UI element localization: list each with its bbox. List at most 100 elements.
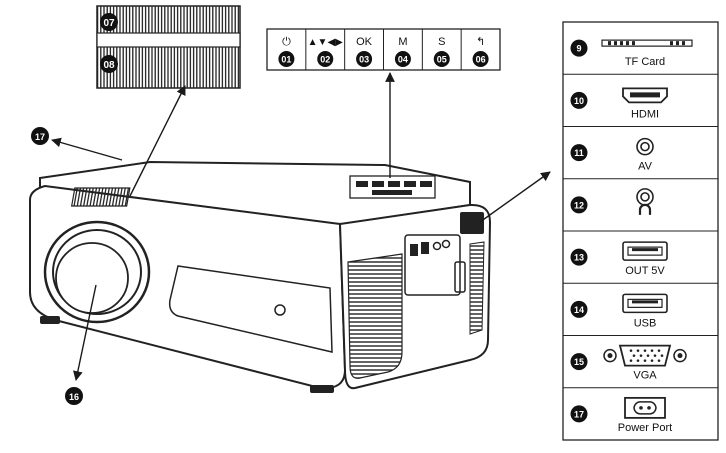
usb-out-5v-icon	[622, 241, 668, 261]
av-jack-icon	[636, 137, 654, 156]
port-label: HDMI	[631, 108, 659, 120]
control-key-05: S 05	[421, 29, 450, 70]
direction-arrows-icon: ▲▼◀▶	[308, 37, 343, 48]
power-port-icon	[624, 396, 666, 419]
side-port-panel	[404, 234, 461, 296]
callout-07-badge	[100, 13, 118, 31]
leader-focus-wheel	[129, 85, 186, 197]
control-key-06: ↰ 06	[460, 29, 489, 70]
port-label: VGA	[633, 370, 657, 382]
power-icon: ⏻	[282, 36, 291, 48]
control-key-number: 03	[359, 55, 369, 65]
port-label: OUT 5V	[625, 265, 665, 277]
leader-lines	[51, 72, 551, 381]
port-label: AV	[638, 161, 653, 173]
ir-receiver	[274, 304, 286, 316]
port-number-badge	[570, 353, 588, 371]
leader-power-port-17	[51, 137, 123, 161]
focus-wheel-inset: 07 08	[96, 5, 241, 89]
control-key-number-badge	[278, 51, 295, 67]
port-number-badge	[570, 300, 588, 318]
side-grille-left	[347, 253, 403, 379]
top-focus-wheel	[70, 187, 131, 207]
tf-card-slot-icon	[601, 39, 693, 47]
top-key-3	[388, 181, 400, 187]
leader-port-panel	[479, 171, 551, 223]
side-grille-right	[469, 241, 485, 335]
port-number: 15	[574, 357, 584, 367]
top-key-1	[356, 181, 368, 187]
leader-lens-16	[73, 284, 97, 381]
control-key-number: 01	[281, 55, 291, 65]
port-number: 13	[574, 253, 584, 263]
port-row-12: 12	[563, 178, 718, 215]
menu-icon: M	[398, 36, 407, 48]
port-label: TF Card	[625, 56, 665, 68]
usb-port-icon	[622, 293, 668, 314]
callout-16-badge	[65, 387, 83, 405]
projector-body	[29, 160, 492, 393]
port-number-badge	[570, 144, 588, 162]
focus-wheel-divider	[96, 32, 241, 48]
callout-07-text: 07	[103, 18, 115, 29]
control-key-number: 04	[398, 55, 408, 65]
control-key-number: 05	[437, 55, 447, 65]
port-number-badge	[570, 196, 588, 214]
control-key-number: 02	[320, 55, 330, 65]
port-number: 11	[574, 148, 584, 158]
top-key-6	[372, 190, 412, 195]
side-vga-port	[454, 261, 466, 293]
port-label: Power Port	[618, 422, 672, 434]
port-number: 10	[574, 96, 584, 106]
vga-port-icon	[603, 344, 687, 367]
side-port-a	[410, 244, 418, 256]
control-key-01: ⏻ 01	[278, 36, 295, 67]
callout-17-badge	[31, 127, 49, 145]
control-key-number-badge	[356, 51, 373, 67]
port-number-badge	[570, 91, 588, 109]
ok-icon: OK	[356, 36, 373, 48]
side-port-d	[441, 239, 451, 249]
port-number-badge	[570, 405, 588, 423]
callout-16-text: 16	[69, 392, 79, 402]
side-port-b	[421, 242, 429, 254]
port-number: 17	[574, 409, 584, 419]
control-key-number: 06	[476, 55, 486, 65]
headphone-jack-icon	[636, 188, 654, 215]
port-number: 9	[576, 44, 581, 54]
port-label: USB	[634, 317, 657, 329]
hdmi-port-icon	[622, 87, 668, 104]
control-key-04: M 04	[383, 29, 411, 70]
lens-glass	[55, 242, 129, 314]
control-key-number-badge	[317, 51, 334, 67]
side-port-c	[432, 241, 442, 251]
port-number: 12	[574, 200, 584, 210]
source-icon: S	[438, 36, 445, 48]
callout-17-text: 17	[35, 132, 45, 142]
side-power-port	[460, 212, 484, 234]
control-key-03: OK 03	[344, 29, 373, 70]
top-key-5	[420, 181, 432, 187]
control-panel-legend: ⏻ 01 ▲▼◀▶ 02 OK 03 M 04 S 05 ↰ 06	[266, 28, 501, 71]
top-keypad	[349, 175, 436, 199]
callout-08-text: 08	[103, 60, 115, 71]
top-key-4	[404, 181, 416, 187]
control-key-number-badge	[433, 51, 450, 67]
control-key-02: ▲▼◀▶ 02	[305, 29, 343, 70]
return-icon: ↰	[476, 36, 485, 48]
port-number: 14	[574, 305, 584, 315]
port-row-9: 9 TF Card	[570, 39, 693, 68]
callout-08-badge	[100, 55, 118, 73]
control-key-number-badge	[472, 51, 489, 67]
control-key-number-badge	[394, 51, 411, 67]
port-number-badge	[570, 39, 588, 57]
foot-right	[310, 385, 334, 393]
